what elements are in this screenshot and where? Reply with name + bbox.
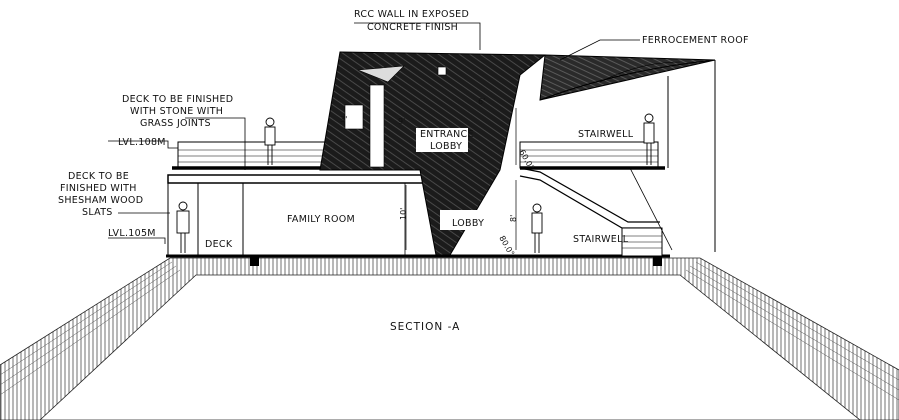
- room-entrance-label-line2: LOBBY: [430, 141, 462, 152]
- room-stairwell-lower-label: STAIRWELL: [573, 234, 629, 245]
- room-stairwell-upper-label: STAIRWELL: [578, 129, 634, 140]
- person-figure-lobby: [531, 203, 543, 253]
- room-lobby-label: LOBBY: [452, 218, 484, 229]
- dimension-lines: [405, 108, 517, 250]
- dim-lobby-height: 8': [509, 215, 518, 222]
- room-family-label: FAMILY ROOM: [287, 214, 355, 225]
- room-entrance-label-line1: ENTRANCE: [420, 129, 474, 140]
- section-title: SECTION -A: [390, 321, 460, 333]
- dim-family-height: 10': [399, 208, 408, 220]
- dim-upper-mid: 6': [478, 97, 485, 106]
- level-lower-label: LVL.105M: [108, 228, 156, 239]
- rcc-wall: [319, 51, 547, 256]
- room-deck-label: DECK: [205, 239, 233, 250]
- person-figure-upper-right: [643, 113, 655, 165]
- person-figure-deck: [176, 201, 190, 253]
- rcc-wall-label-line1: RCC WALL IN EXPOSED: [354, 9, 469, 20]
- rcc-wall-label-line2: CONCRETE FINISH: [367, 22, 458, 33]
- dim-upper-left: 3': [340, 115, 347, 124]
- deck-stone-label-line3: GRASS JOINTS: [140, 118, 211, 129]
- staircase: [519, 167, 673, 257]
- level-upper-label: LVL.108M: [118, 137, 166, 148]
- dim-lobby-angle: 80.0°: [497, 234, 516, 257]
- ferrocement-roof-label: FERROCEMENT ROOF: [642, 35, 749, 46]
- leader-lines: [108, 22, 640, 244]
- dim-entrance-height: 9': [398, 117, 405, 126]
- deck-wood-label-line4: SLATS: [82, 207, 113, 218]
- deck-wood-label-line1: DECK TO BE: [68, 171, 129, 182]
- deck-stone-label-line2: WITH STONE WITH: [130, 106, 223, 117]
- ferrocement-roof: [539, 54, 716, 252]
- ground-slab: [166, 254, 670, 266]
- person-figure-upper-left: [264, 117, 276, 165]
- deck-wood-label-line2: FINISHED WITH: [60, 183, 137, 194]
- ground-mound: [0, 257, 899, 420]
- deck-stone-label-line1: DECK TO BE FINISHED: [122, 94, 233, 105]
- deck-wood-label-line3: SHESHAM WOOD: [58, 195, 143, 206]
